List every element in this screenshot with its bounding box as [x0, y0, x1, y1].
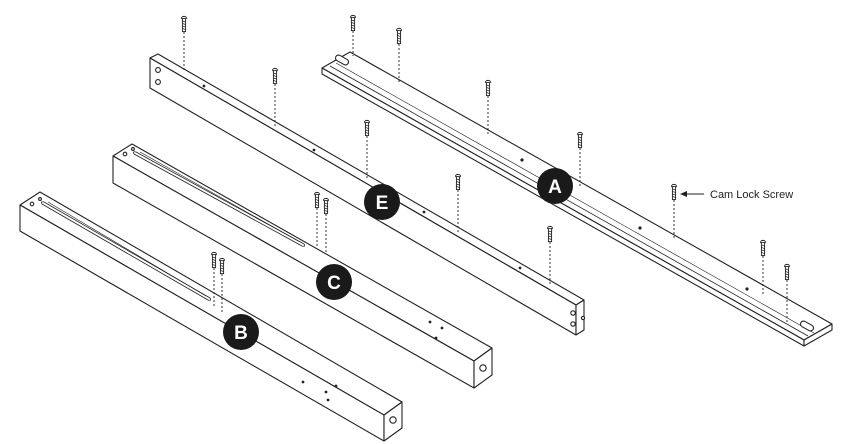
screw-icon	[577, 131, 583, 149]
screw-icon	[396, 27, 402, 45]
screw-icon	[350, 14, 356, 32]
cam-lock-screw-icon	[671, 183, 677, 201]
badge-c-label: C	[327, 273, 341, 294]
badge-e: E	[364, 184, 400, 220]
screw-icon	[272, 67, 278, 85]
screw-icon	[455, 173, 461, 191]
rail-a	[321, 51, 833, 347]
badge-a: A	[537, 168, 573, 204]
screw-icon	[211, 251, 217, 269]
screw-icon	[314, 191, 320, 209]
screw-icon	[364, 119, 370, 137]
badge-a-label: A	[548, 177, 562, 198]
rail-b	[19, 191, 403, 442]
rail-c	[112, 143, 493, 389]
screw-guides	[183, 31, 788, 322]
screw-icon	[784, 263, 790, 281]
screw-icon	[181, 15, 187, 33]
screw-icon	[219, 257, 225, 275]
rail-e	[149, 53, 586, 336]
cam-lock-label: Cam Lock Screw	[710, 189, 793, 201]
screw-icon	[323, 197, 329, 215]
screw-icon	[547, 225, 553, 243]
badge-c: C	[316, 264, 352, 300]
badge-b: B	[223, 314, 259, 350]
screw-icon	[485, 79, 491, 97]
screw-icon	[760, 239, 766, 257]
badge-b-label: B	[234, 323, 248, 344]
cam-lock-callout: Cam Lock Screw	[680, 189, 793, 201]
badge-e-label: E	[376, 193, 389, 214]
